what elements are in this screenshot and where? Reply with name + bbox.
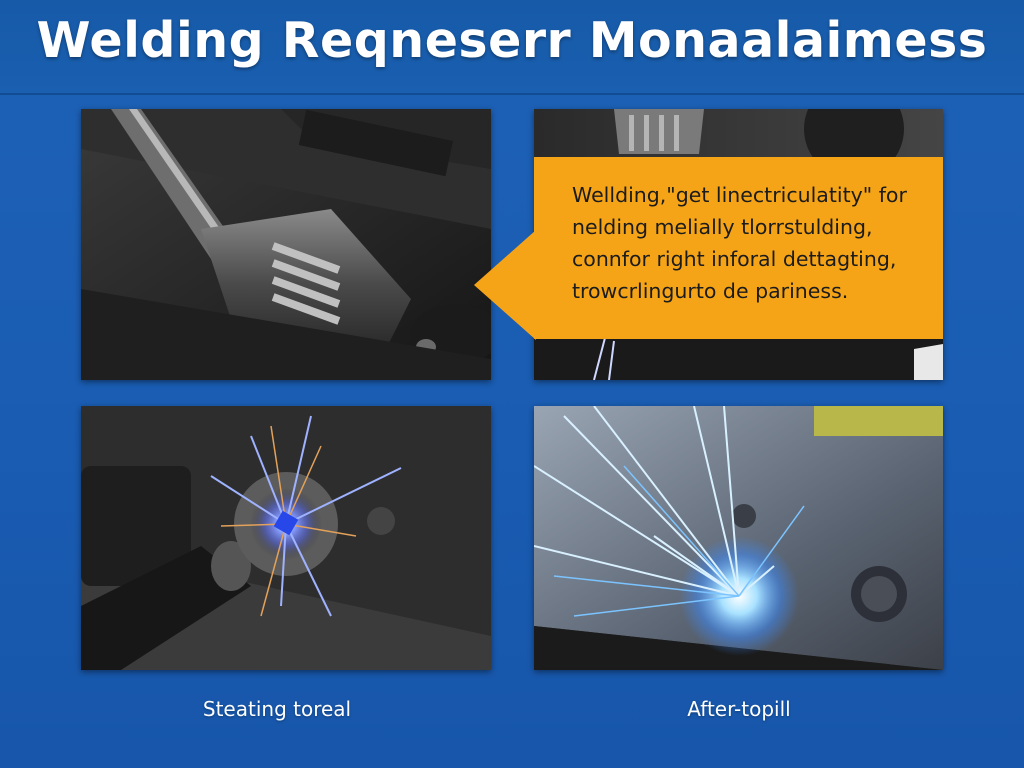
callout-box: Wellding,"get linectriculatity" for neld… — [534, 157, 943, 339]
callout-line-4: trowcrlingurto de pariness. — [572, 279, 849, 303]
callout-text: Wellding,"get linectriculatity" for neld… — [572, 179, 931, 307]
callout-line-1: Wellding,"get linectriculatity" for — [572, 183, 907, 207]
callout-line-3: connfor right inforal dettagting, — [572, 247, 897, 271]
caption-left: Steating toreal — [202, 697, 352, 721]
caption-right: After-topill — [687, 697, 791, 721]
page-title: Welding Reqneserr Monaalaimess — [36, 12, 988, 69]
spark-plate-image — [534, 406, 943, 670]
callout-line-2: nelding melially tlorrstulding, — [572, 215, 873, 239]
callout-pointer — [474, 230, 536, 340]
torch-spark-image — [81, 406, 491, 670]
torch-closeup-image — [81, 109, 491, 380]
header-bar: Welding Reqneserr Monaalaimess — [0, 0, 1024, 95]
